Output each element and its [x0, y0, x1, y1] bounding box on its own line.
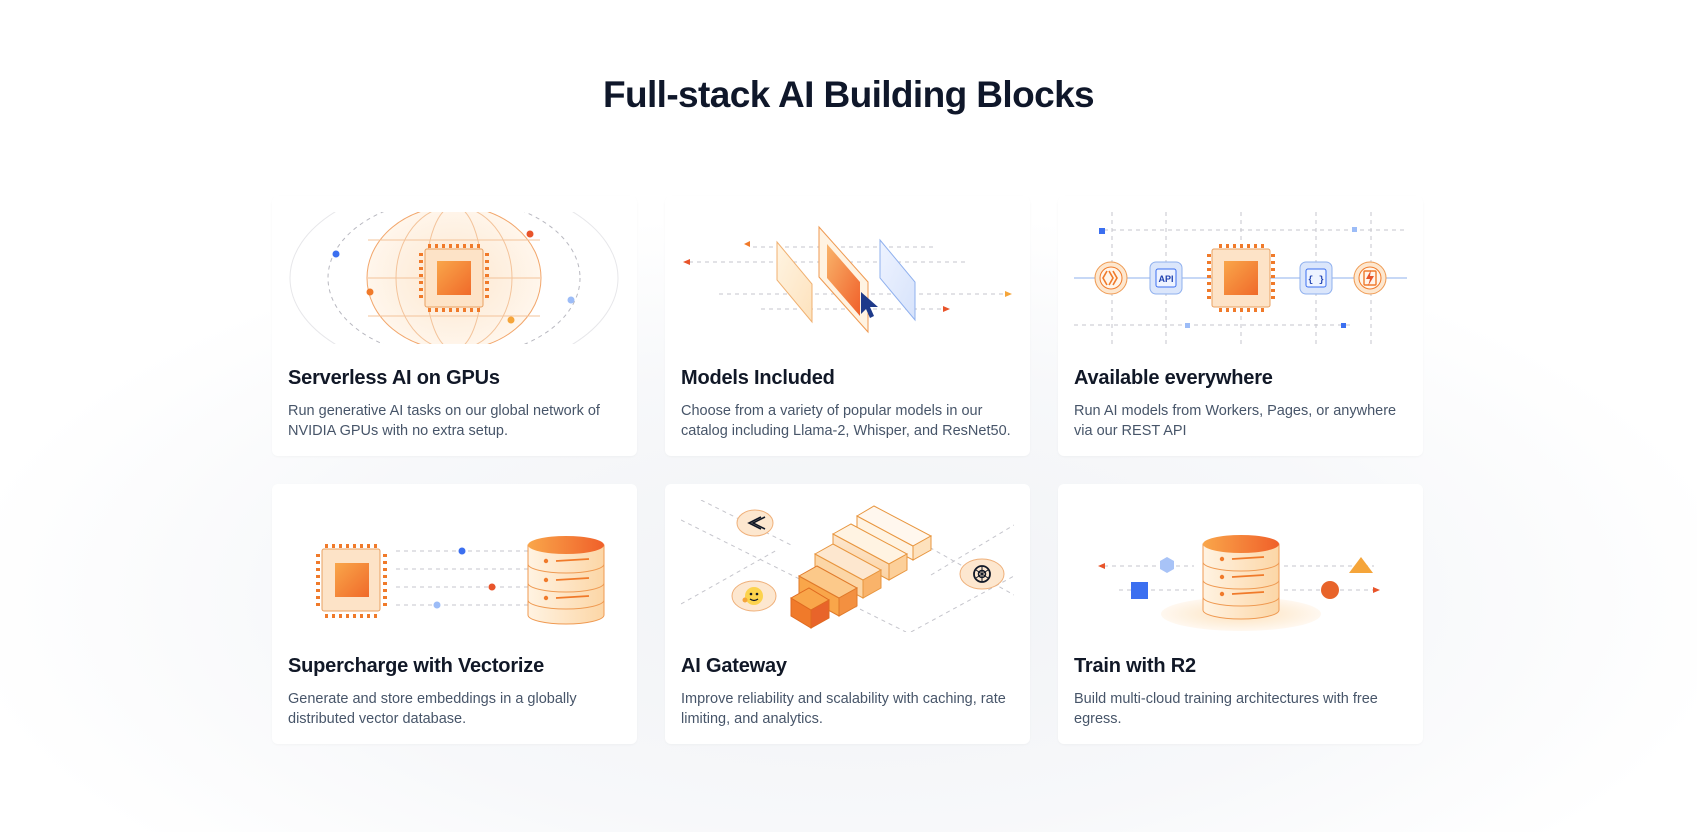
feature-card-vectorize: Supercharge with Vectorize Generate and …	[272, 484, 637, 744]
feature-card-models-included: Models Included Choose from a variety of…	[665, 196, 1030, 456]
feature-card-ai-gateway: AI Gateway Improve reliability and scala…	[665, 484, 1030, 744]
perplexity-icon	[736, 509, 774, 537]
card-description: Run AI models from Workers, Pages, or an…	[1074, 403, 1397, 439]
pages-icon	[1353, 261, 1387, 295]
card-title: Models Included	[681, 367, 835, 389]
feature-card-serverless-gpus: Serverless AI on GPUs Run generative AI …	[272, 196, 637, 456]
network-chip-illustration: API { }	[1074, 212, 1407, 344]
card-title: Available everywhere	[1074, 367, 1273, 389]
workers-icon	[1094, 261, 1128, 295]
r2-database-icon	[1202, 535, 1280, 620]
card-description: Improve reliability and scalability with…	[681, 691, 1006, 727]
feature-card-train-r2: Train with R2 Build multi-cloud training…	[1058, 484, 1423, 744]
huggingface-icon	[731, 580, 777, 612]
page-title: Full-stack AI Building Blocks	[602, 74, 1095, 115]
json-icon-label: { }	[1308, 275, 1324, 285]
card-description: Choose from a variety of popular models …	[681, 403, 1011, 439]
r2-database-illustration	[1098, 535, 1380, 631]
card-description: Generate and store embeddings in a globa…	[288, 691, 577, 727]
card-title: Serverless AI on GPUs	[288, 367, 500, 389]
card-title: AI Gateway	[681, 655, 787, 677]
api-icon: API	[1149, 261, 1183, 295]
api-icon-label: API	[1158, 274, 1173, 284]
gpu-globe-illustration	[289, 212, 619, 344]
feature-grid: Serverless AI on GPUs Run generative AI …	[272, 196, 1425, 744]
openai-icon	[959, 558, 1005, 590]
stacked-steps	[790, 505, 933, 629]
card-description: Build multi-cloud training architectures…	[1074, 691, 1378, 727]
chip-database-illustration	[316, 536, 605, 625]
card-description: Run generative AI tasks on our global ne…	[288, 403, 600, 439]
card-title: Supercharge with Vectorize	[288, 655, 544, 677]
model-panels-illustration	[683, 225, 1012, 334]
card-title: Train with R2	[1074, 655, 1196, 677]
database-icon	[527, 536, 605, 625]
gateway-stairs-illustration	[681, 500, 1014, 632]
json-icon: { }	[1299, 261, 1333, 295]
feature-card-available-everywhere: API { } Available everywhere	[1058, 196, 1423, 456]
